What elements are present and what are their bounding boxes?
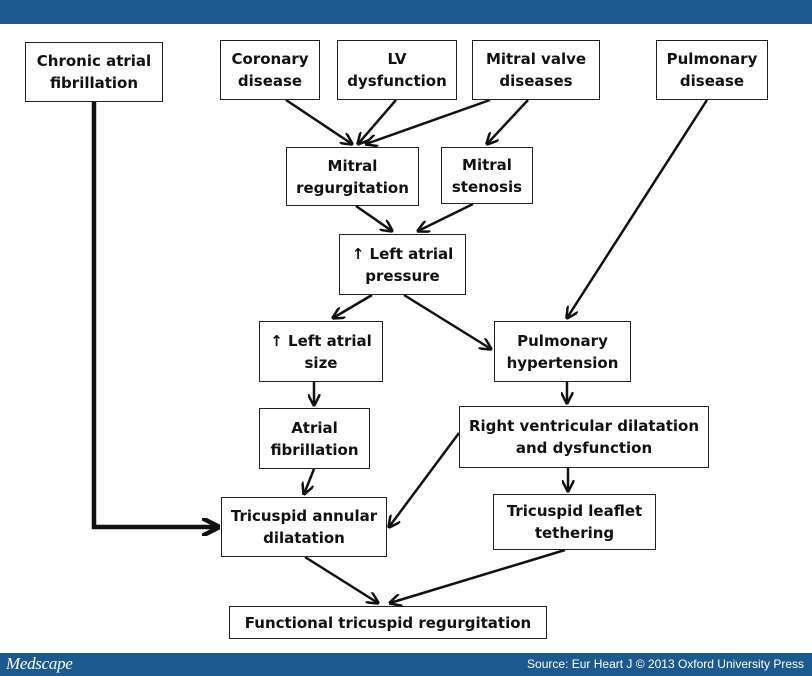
node-coronary-disease: Coronary disease [220,40,320,100]
node-lv-dysfunction: LV dysfunction [337,40,457,100]
node-pulmonary-disease: Pulmonary disease [656,40,768,100]
node-functional-tricuspid-regurgitation: Functional tricuspid regurgitation [229,606,547,639]
node-left-atrial-size: ↑ Left atrial size [259,321,383,382]
footer-bar: Medscape Source: Eur Heart J © 2013 Oxfo… [0,653,812,676]
arrow-tricuspid-annular-to-ftr [304,555,378,603]
node-mitral-valve-diseases: Mitral valve diseases [472,40,600,100]
arrow-la-pressure-to-la-size [333,293,373,318]
arrow-mr-to-la-pressure [355,204,392,231]
node-mitral-regurgitation: Mitral regurgitation [286,147,419,206]
node-left-atrial-pressure: ↑ Left atrial pressure [339,234,466,295]
arrow-pulmonary-disease-to-ph [567,99,709,318]
top-banner [0,0,812,24]
arrow-mvd-to-mitral-regurgitation [366,98,491,144]
arrow-af-to-tricuspid-annular [304,468,316,494]
medscape-logo[interactable]: Medscape [6,654,73,673]
node-atrial-fibrillation: Atrial fibrillation [259,408,370,469]
arrow-coronary-to-mitral-regurgitation [285,98,352,144]
arrow-mvd-to-mitral-stenosis [487,99,529,144]
node-pulmonary-hypertension: Pulmonary hypertension [494,321,631,382]
node-mitral-stenosis: Mitral stenosis [441,147,533,204]
node-tricuspid-annular-dilatation: Tricuspid annular dilatation [221,497,387,557]
arrow-lv-to-mitral-regurgitation [358,99,397,144]
arrow-rv-to-tricuspid-annular [389,432,461,527]
arrow-ms-to-la-pressure [418,202,474,231]
arrow-chronic-af-to-tricuspid-annular [91,102,218,527]
node-chronic-atrial-fibrillation: Chronic atrial fibrillation [25,42,163,102]
arrow-la-pressure-to-ph [403,293,491,349]
node-rv-dilatation-dysfunction: Right ventricular dilatation and dysfunc… [459,406,709,468]
node-tricuspid-leaflet-tethering: Tricuspid leaflet tethering [493,494,656,550]
arrow-tricuspid-leaflet-to-ftr [390,548,566,603]
source-citation: Source: Eur Heart J © 2013 Oxford Univer… [527,657,804,671]
